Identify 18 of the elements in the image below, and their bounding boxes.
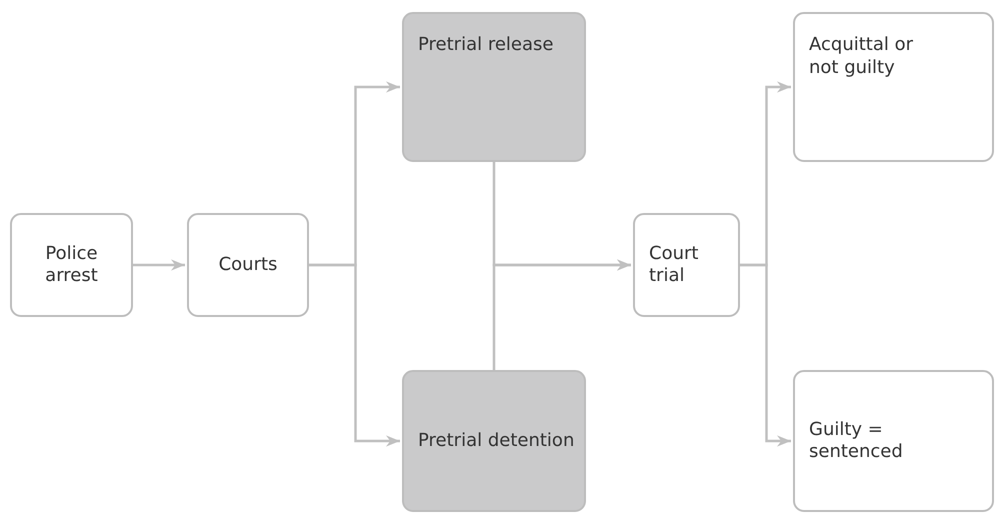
arrow (309, 264, 400, 447)
node-label: Courts (218, 254, 278, 276)
process-box (793, 12, 994, 162)
node-label: Police arrest (44, 242, 99, 288)
node-label: Court trial (649, 242, 700, 288)
node-label: Acquittal or not guilty (809, 34, 914, 79)
node-label: Pretrial detention (418, 430, 574, 452)
process-box (793, 370, 994, 512)
process-box (187, 213, 309, 317)
arrow (133, 259, 185, 271)
node-label: Guilty = sentenced (809, 418, 904, 464)
process-box (402, 12, 586, 162)
process-box (633, 213, 740, 317)
arrow (492, 259, 631, 370)
node-label: Pretrial release (418, 34, 554, 56)
process-box (402, 370, 586, 512)
process-box (10, 213, 133, 317)
arrow (740, 264, 791, 447)
